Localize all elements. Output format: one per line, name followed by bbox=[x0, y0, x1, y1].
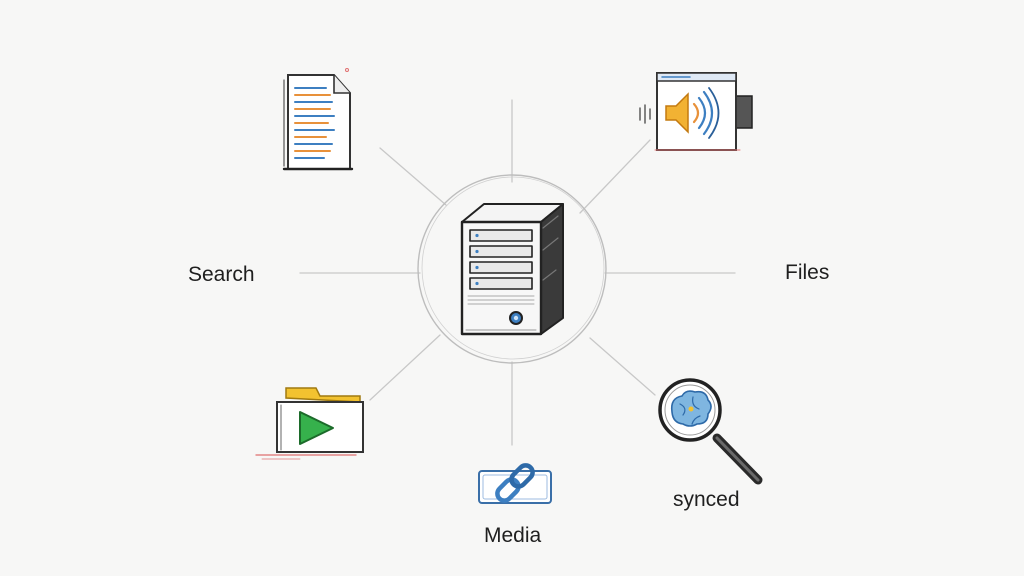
magnifier-brain-icon bbox=[658, 378, 763, 485]
connector-top-left bbox=[379, 147, 447, 206]
link-icon bbox=[478, 463, 552, 504]
label-files: Files bbox=[785, 261, 830, 284]
label-search: Search bbox=[188, 263, 255, 286]
connectors bbox=[299, 99, 736, 446]
server-tower-icon bbox=[460, 203, 564, 336]
label-synced: synced bbox=[673, 488, 740, 511]
video-folder-icon bbox=[255, 387, 364, 460]
hub-circle bbox=[417, 174, 607, 364]
label-media: Media bbox=[484, 524, 542, 547]
connector-bottom-right bbox=[589, 337, 656, 396]
connector-bottom-left bbox=[369, 334, 441, 401]
audio-window-icon bbox=[639, 72, 753, 151]
connector-top-right bbox=[579, 139, 651, 214]
document-icon bbox=[282, 68, 354, 171]
